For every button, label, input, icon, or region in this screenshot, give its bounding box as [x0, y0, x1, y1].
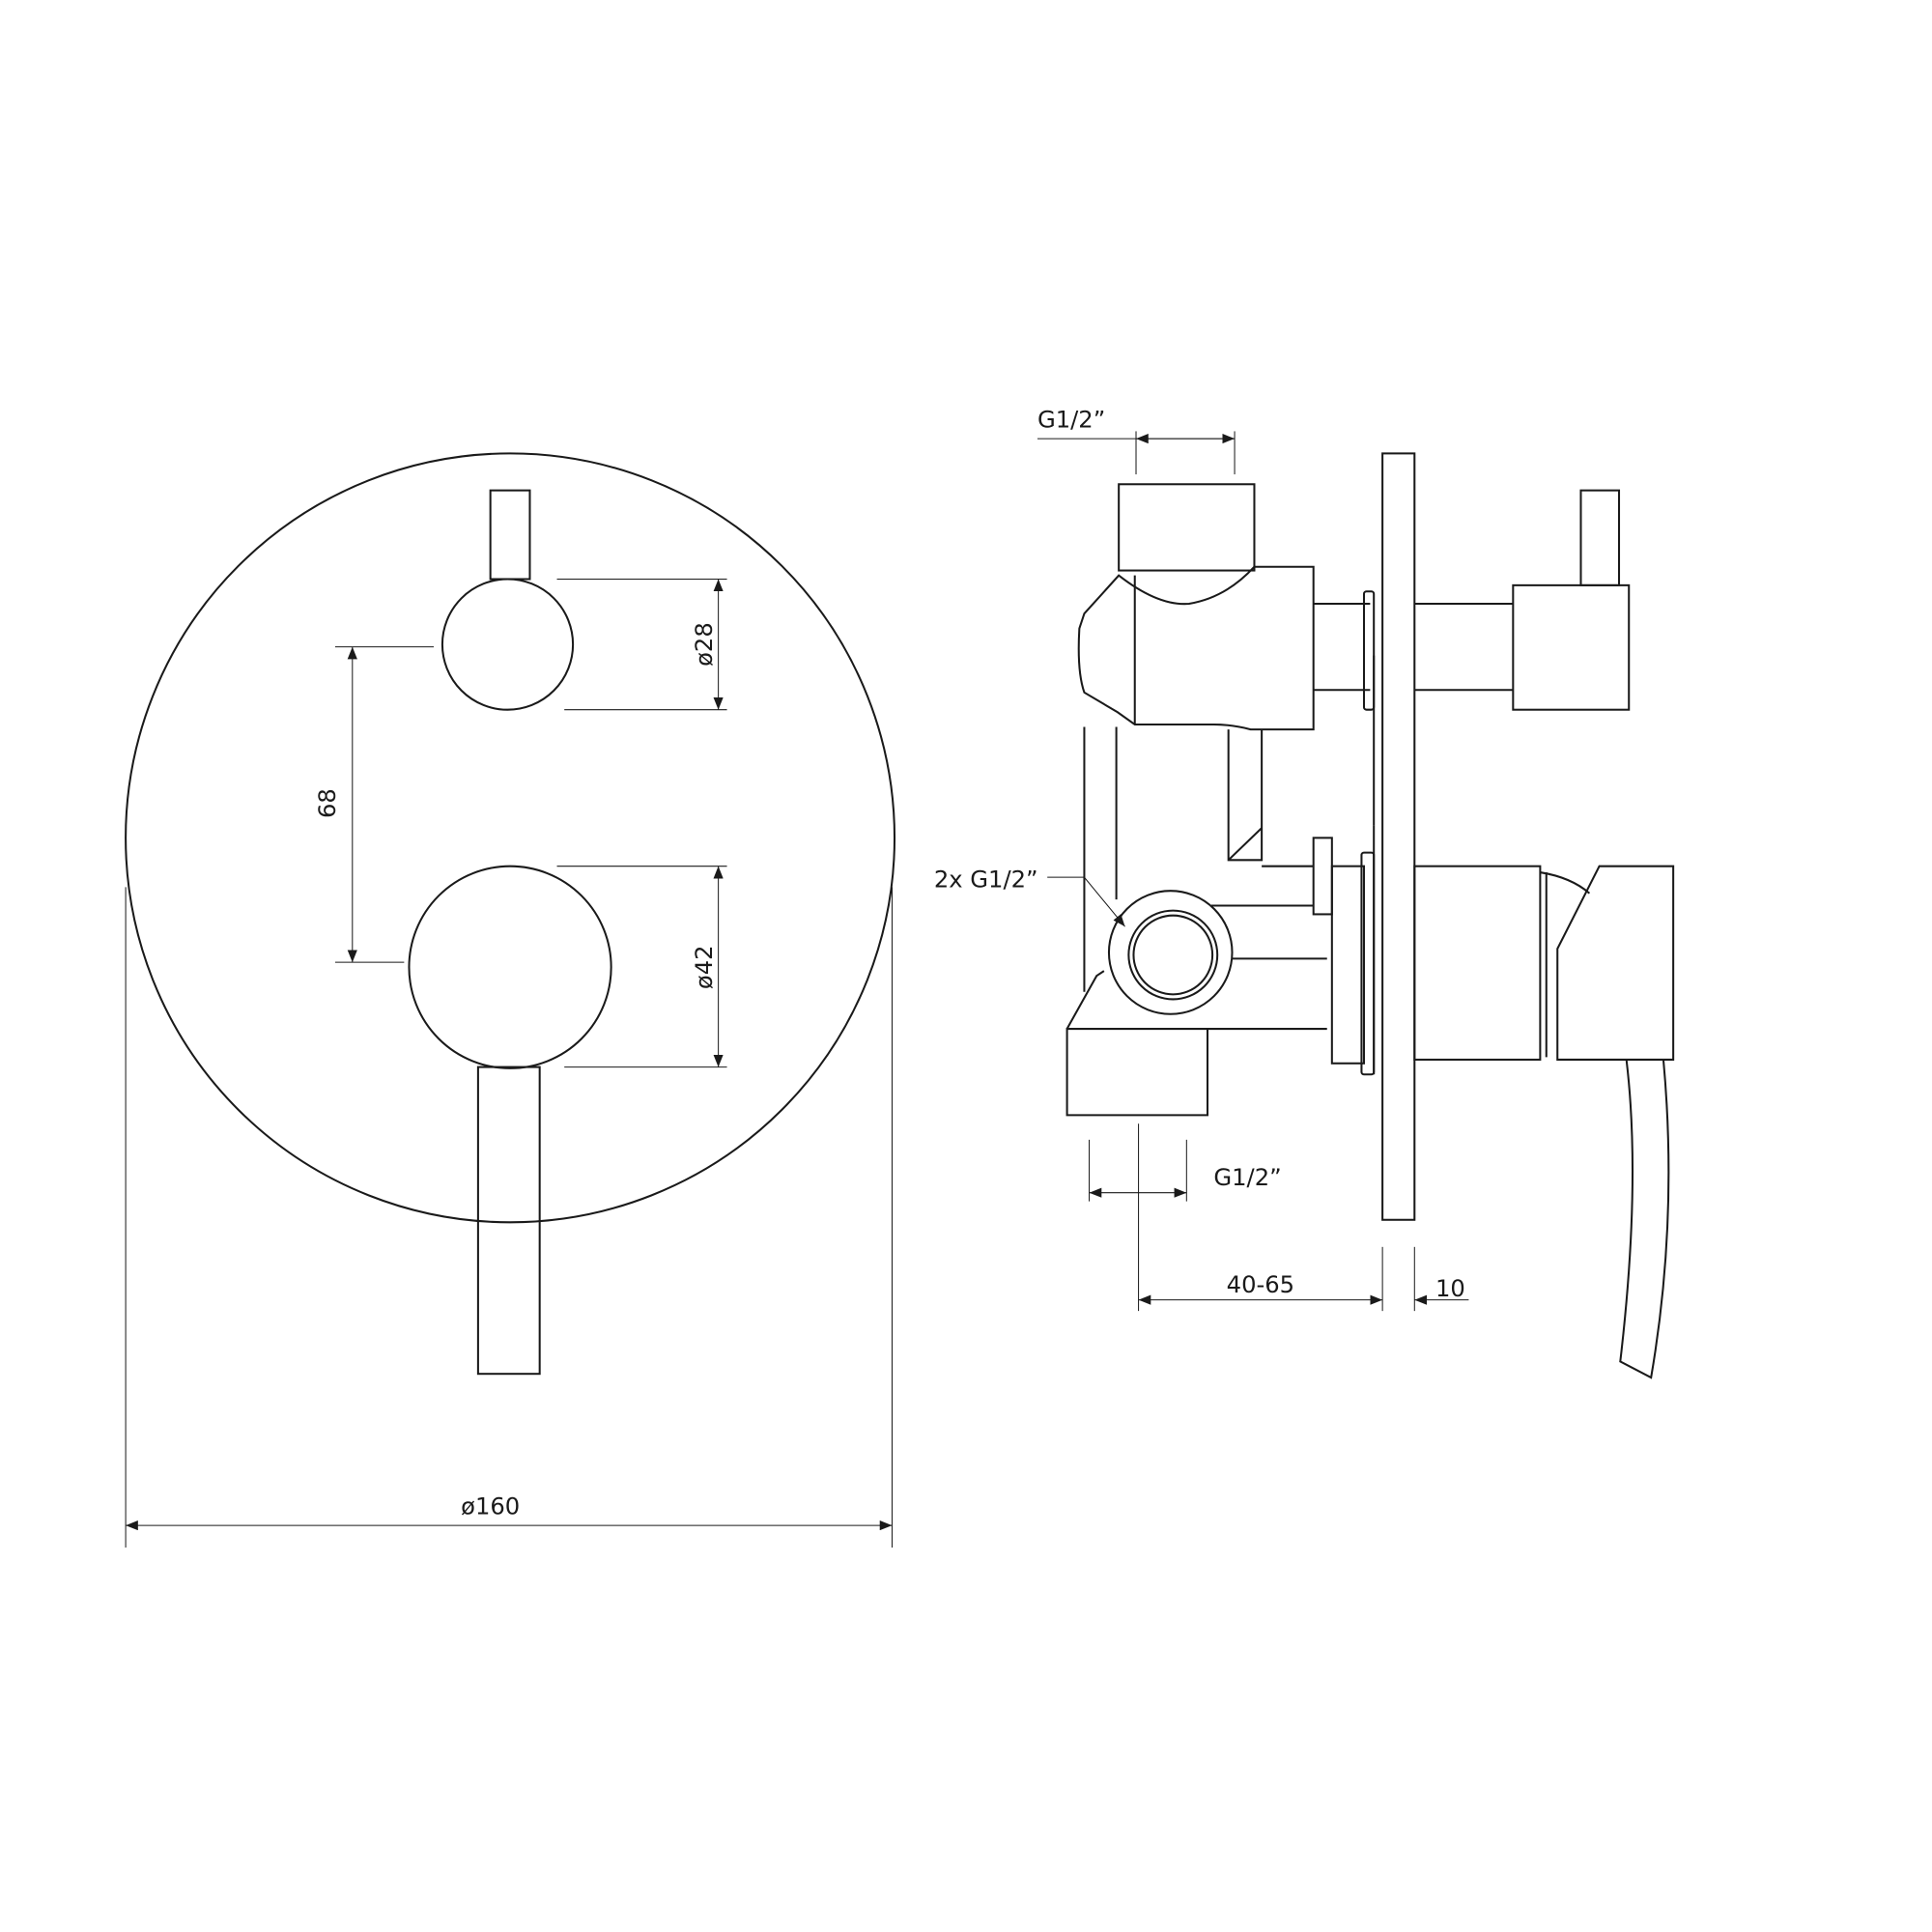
dim-label-depth: 40-65: [1227, 1271, 1294, 1298]
dimension-bottom-inlet: G1/2”: [1089, 1139, 1282, 1202]
dim-label-68: 68: [314, 788, 341, 818]
dimension-diameter-28: ø28: [556, 578, 727, 711]
side-view: G1/2” 2x G1/2” G1/2” 40-65 10: [934, 407, 1675, 1379]
side-outlet: [1107, 890, 1234, 1015]
diverter-stem: [489, 489, 531, 581]
dim-label-plate-thickness: 10: [1435, 1275, 1465, 1302]
dim-label-160: ø160: [461, 1493, 520, 1520]
dimension-center-68: 68: [314, 646, 434, 963]
dim-label-bottom-inlet: G1/2”: [1213, 1164, 1281, 1191]
dimension-diameter-42: ø42: [556, 866, 727, 1068]
bottom-inlet-block: [1065, 970, 1209, 1117]
dimension-side-outlets: 2x G1/2”: [934, 866, 1125, 927]
cover-plate: [125, 452, 896, 1224]
dimension-depth: 40-65 10: [1138, 1123, 1469, 1312]
dimension-diameter-160: ø160: [125, 887, 893, 1548]
mixer-handle-side: [1556, 865, 1675, 1061]
dimension-top-inlet: G1/2”: [1037, 407, 1236, 475]
diverter-knob-side: [1512, 583, 1631, 711]
diverter-body: [1077, 565, 1315, 731]
dim-label-28: ø28: [691, 622, 718, 667]
dim-label-side-outlets: 2x G1/2”: [934, 866, 1038, 893]
mixer-cartridge: [1413, 865, 1542, 1061]
front-view: ø28 68 ø42 ø160: [125, 452, 896, 1548]
mixer-lever-side: [1619, 1059, 1670, 1379]
side-cover-plate: [1381, 452, 1416, 1221]
diverter-stem-side: [1579, 489, 1621, 586]
dim-label-42: ø42: [691, 945, 718, 989]
top-inlet-block: [1118, 483, 1256, 572]
mixer-lever: [476, 1065, 541, 1376]
diverter-knob: [440, 578, 575, 711]
dim-label-top-inlet: G1/2”: [1037, 407, 1105, 434]
mixer-knob: [408, 865, 612, 1069]
